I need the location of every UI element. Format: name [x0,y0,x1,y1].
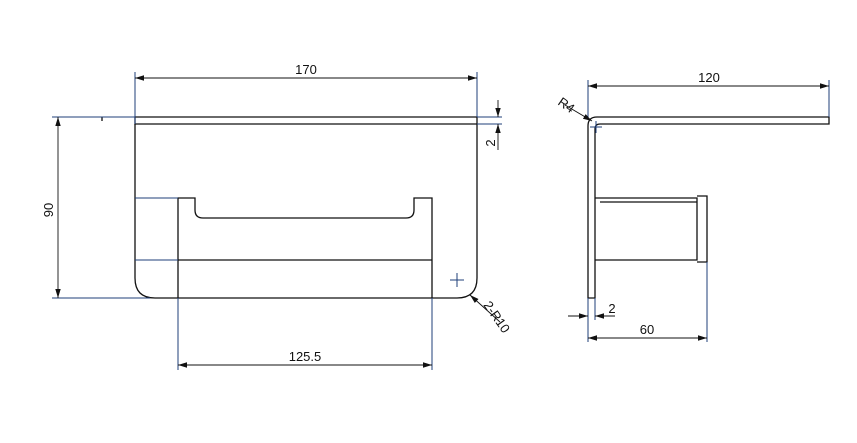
side-dim-holder-label: 60 [640,322,654,337]
front-dim-height-label: 90 [41,203,56,217]
side-bend-leader [564,104,593,122]
front-dim-thick-label: 2 [483,139,498,146]
front-radius-leader [469,294,501,323]
side-bent-plate [587,116,830,299]
front-dim-width-label: 170 [295,62,317,77]
front-dim-inner-label: 125.5 [289,349,322,364]
front-view: 170 90 2 125.5 2-R10 [41,62,513,370]
front-backplate-outline [134,124,478,299]
side-bend-label: R4 [555,94,577,116]
side-dim-depth-label: 120 [698,70,720,85]
side-view: 120 R4 2 60 [555,70,830,342]
side-dim-thick-label: 2 [608,301,615,316]
front-radius-label: 2-R10 [481,298,514,336]
front-shelf-plate [134,116,478,125]
side-holder-end-cap [697,195,708,263]
side-holder-arm [595,197,698,261]
front-holder-arm [177,197,433,298]
